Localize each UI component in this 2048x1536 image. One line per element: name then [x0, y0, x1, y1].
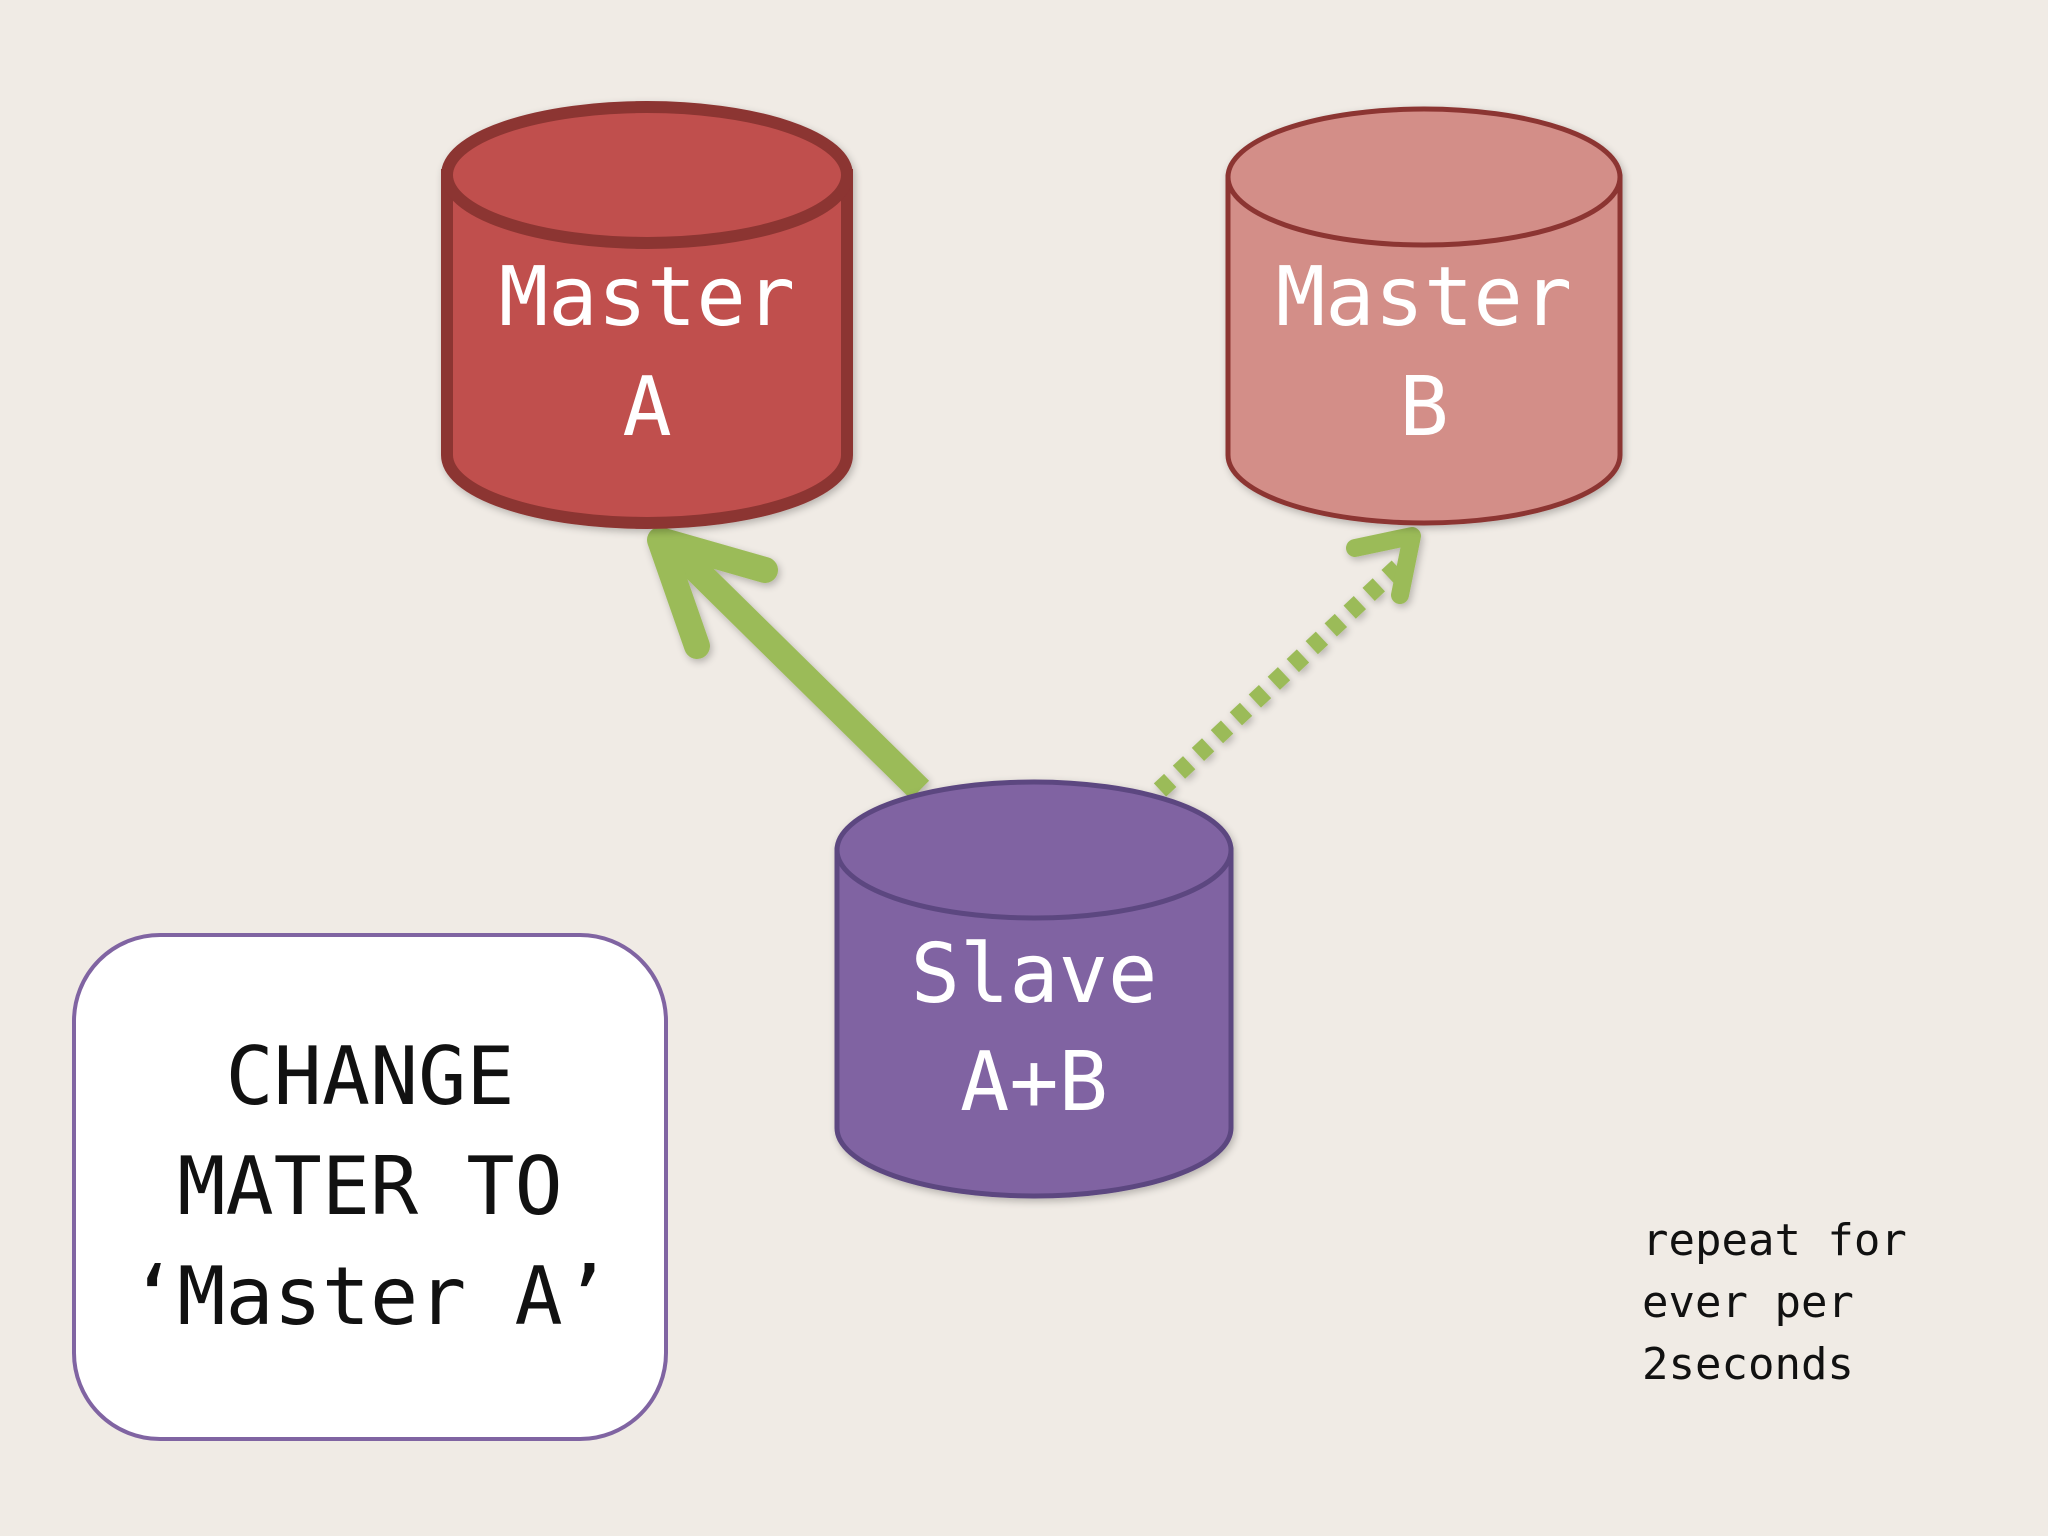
slave-label-line2: A+B [960, 1035, 1108, 1130]
master-b-label-line2: B [1399, 360, 1448, 455]
database-master-b: Master B [1225, 106, 1623, 526]
master-b-label-line1: Master [1276, 250, 1572, 345]
command-line-2: MATER TO [177, 1140, 563, 1233]
repeat-note: repeat for ever per 2seconds [1642, 1210, 1972, 1396]
command-line-1: CHANGE [225, 1030, 515, 1123]
arrow-slave-to-master-b [1153, 527, 1421, 797]
master-b-top [1225, 106, 1623, 248]
database-master-a: Master A [441, 101, 853, 529]
slave-label-line1: Slave [911, 927, 1158, 1022]
arrow-head-master-b [1346, 527, 1421, 604]
arrow-shaft-solid [658, 532, 930, 800]
note-line-1: repeat for [1642, 1215, 1907, 1266]
master-a-top [441, 101, 853, 249]
note-line-3: 2seconds [1642, 1339, 1854, 1390]
arrow-head-master-a [647, 527, 778, 659]
arrow-slave-to-master-a [647, 527, 930, 800]
master-a-label-line2: A [622, 360, 671, 455]
database-slave: Slave A+B [834, 779, 1234, 1199]
master-a-label-line1: Master [499, 250, 795, 345]
change-master-command-box: CHANGE MATER TO ‘Master A’ [72, 933, 668, 1441]
slave-body [834, 847, 1234, 1199]
master-a-body [441, 169, 853, 529]
slave-top [834, 779, 1234, 921]
note-line-2: ever per [1642, 1277, 1854, 1328]
arrow-shaft-dotted [1153, 558, 1407, 797]
master-b-body [1225, 174, 1623, 526]
command-line-3: ‘Master A’ [129, 1250, 611, 1343]
